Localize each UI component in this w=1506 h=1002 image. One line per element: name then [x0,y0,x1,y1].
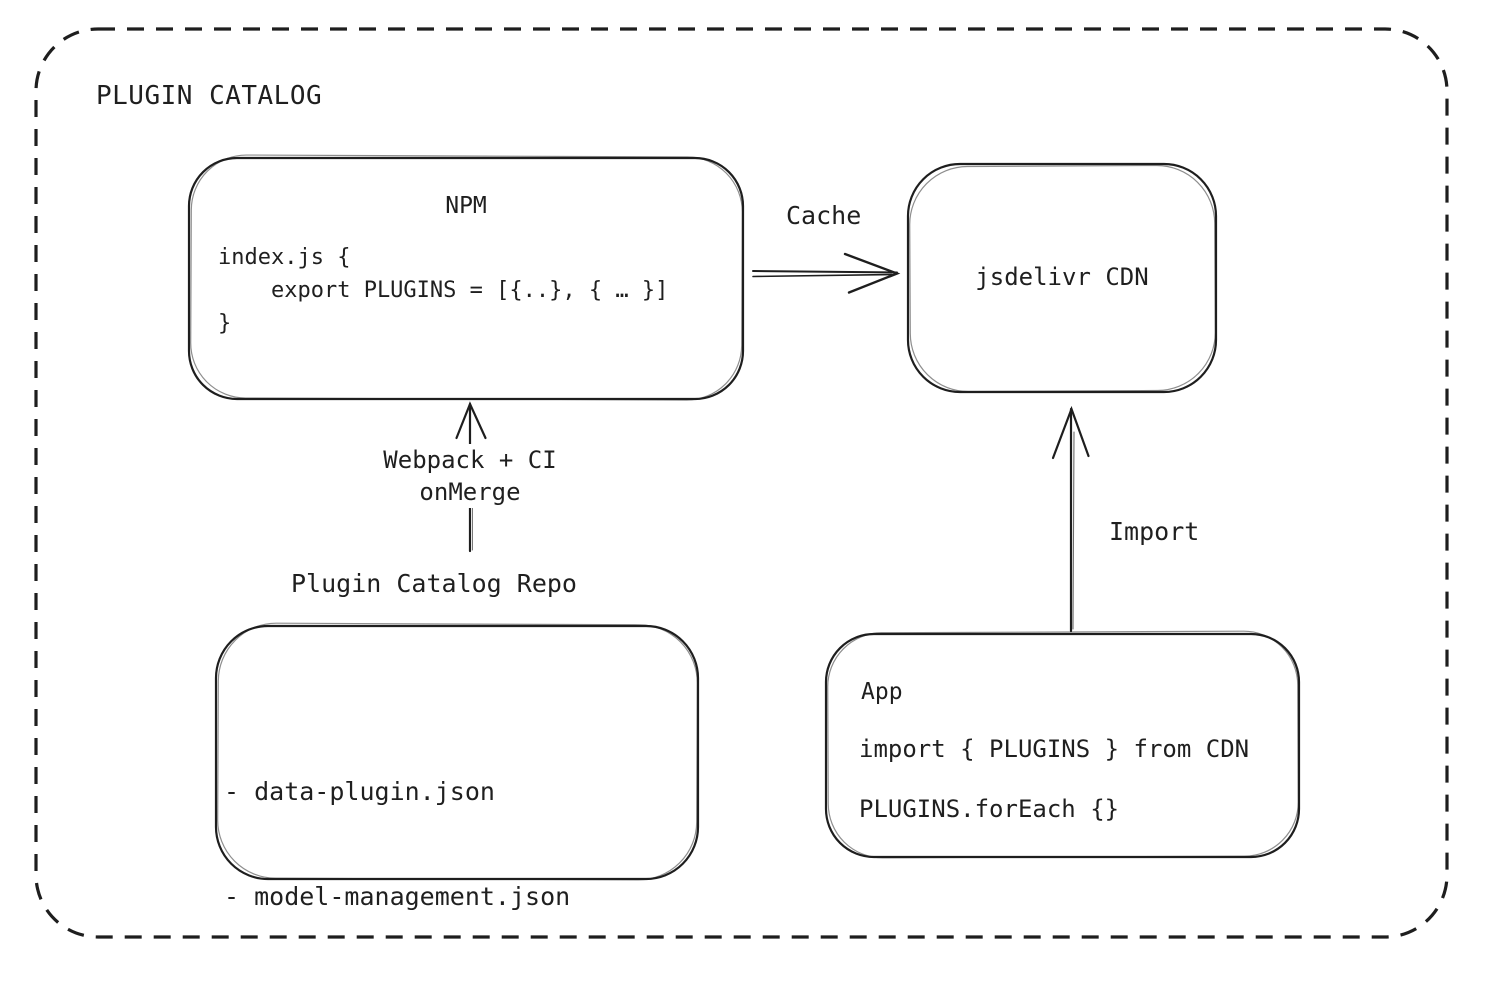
repo-file-item: ... [224,987,270,1002]
build-arrow-label: Webpack + CI onMerge [358,444,582,508]
app-box-title: App [861,679,903,705]
import-arrow [1051,405,1090,633]
repo-box [214,622,700,881]
cache-arrow-label: Cache [786,201,862,230]
cdn-box [906,162,1218,394]
npm-code-snippet: index.js { export PLUGINS = [{..}, { … }… [218,245,669,336]
repo-file-item: - data-plugin.json [224,777,495,806]
cdn-box-label: jsdelivr CDN [975,263,1149,291]
diagram-title: PLUGIN CATALOG [96,81,323,111]
npm-box [187,154,745,401]
import-arrow-label: Import [1109,517,1200,546]
repo-file-item: - model-management.json [224,882,571,911]
cache-arrow [752,252,901,294]
app-code-foreach-line: PLUGINS.forEach {} [859,795,1120,823]
npm-box-title: NPM [445,193,487,219]
catalog-boundary-border [34,27,1449,939]
repo-box-title: Plugin Catalog Repo [291,569,577,598]
app-code-import-line: import { PLUGINS } from CDN [859,735,1250,763]
app-box [824,630,1301,859]
repo-file-list: - data-plugin.json - model-management.js… [224,704,570,1002]
